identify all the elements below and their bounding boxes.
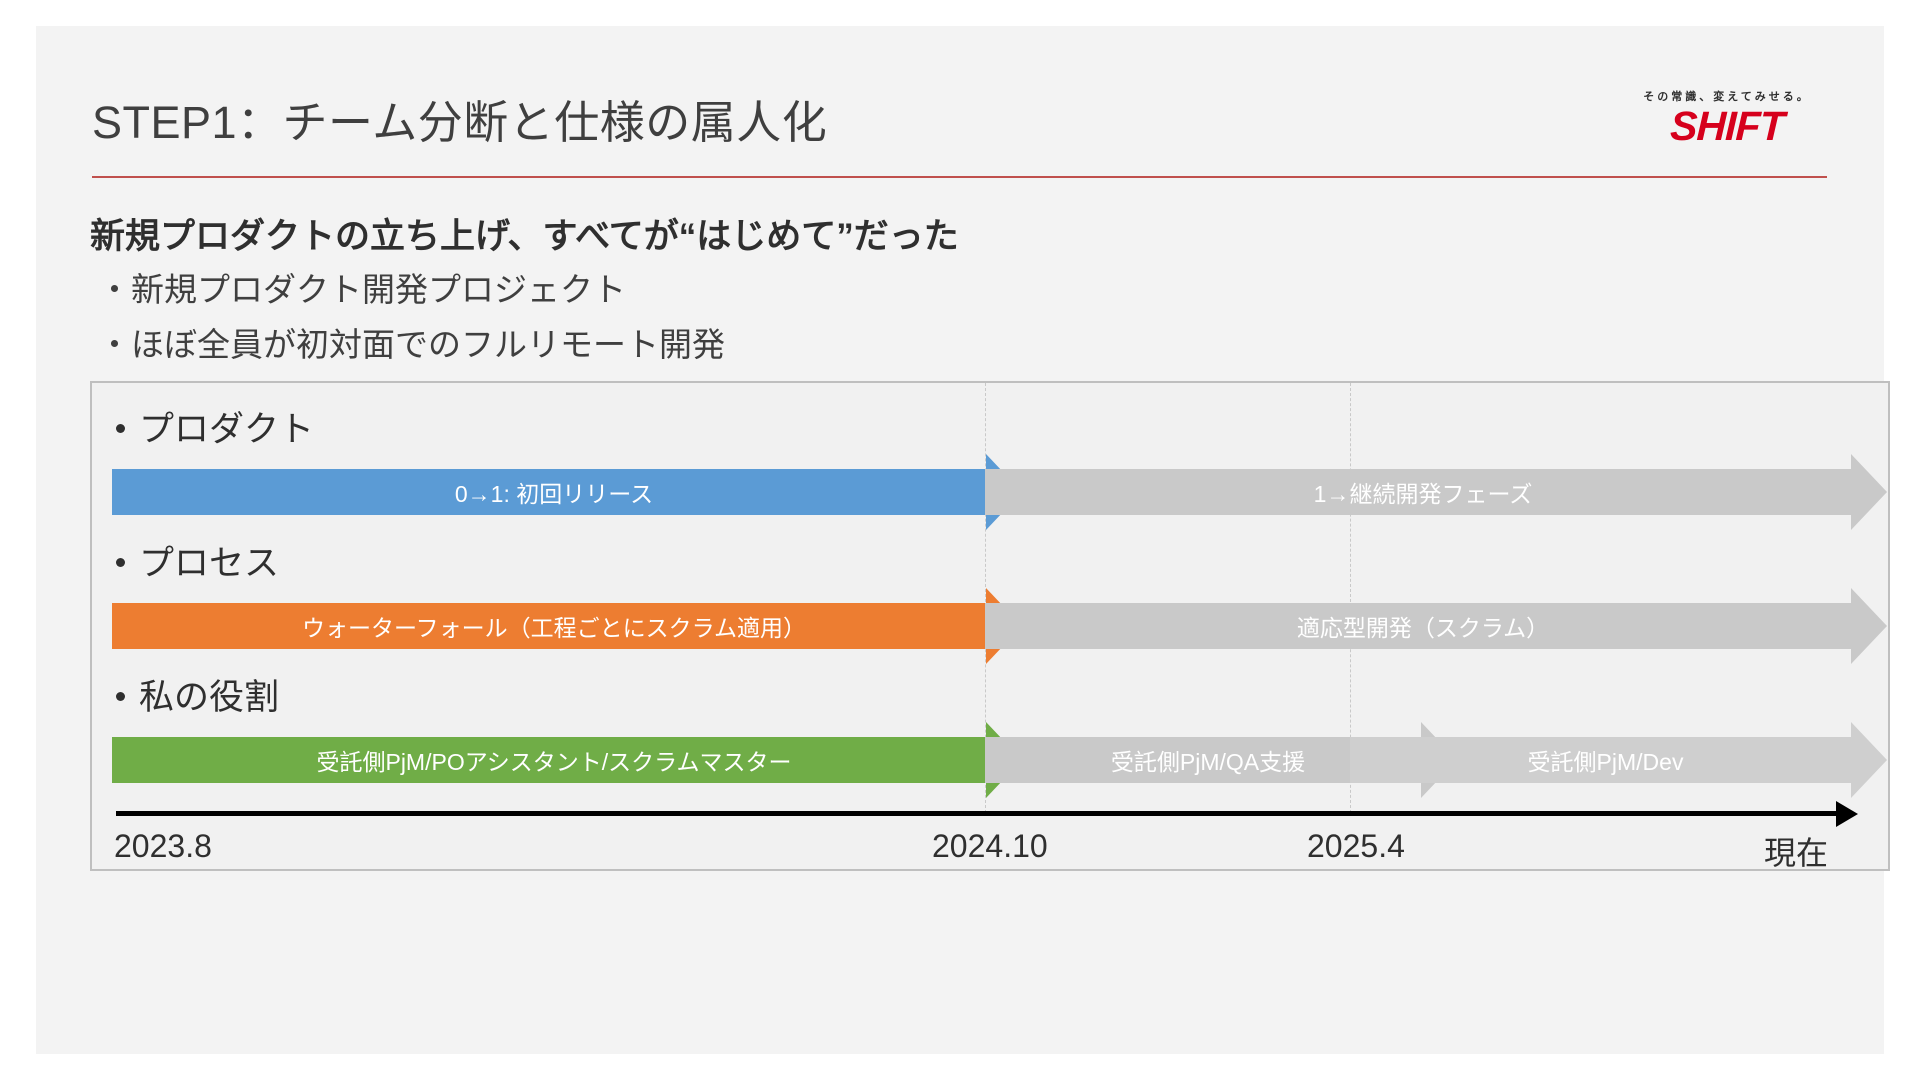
timeline-bar-label: 受託側PjM/Dev: [1527, 749, 1684, 775]
gridline-2025-4: [1350, 383, 1352, 813]
bar-body: [1350, 737, 1853, 783]
axis-tick-0: 2023.8: [114, 828, 212, 864]
bar-body: [985, 603, 1853, 649]
row-label-role: 私の役割: [116, 669, 279, 720]
timeline-bar-label: ウォーターフォール（工程ごとにスクラム適用）: [302, 615, 806, 641]
timeline-bar-label: 受託側PjM/POアシスタント/スクラムマスター: [316, 749, 792, 775]
shift-logo: その常識、変えてみせる。 SHIFT: [1622, 88, 1832, 149]
logo-tagline: その常識、変えてみせる。: [1643, 91, 1811, 103]
timeline-bar-label: 1→継続開発フェーズ: [1313, 481, 1533, 507]
timeline-bar-role-late: 受託側PjM/Dev: [1350, 722, 1887, 798]
bar-arrowhead-icon: [1851, 454, 1887, 530]
row-label-process: プロセス: [116, 535, 279, 586]
timeline-bar-process-active: ウォーターフォール（工程ごとにスクラム適用）: [112, 588, 1022, 664]
bullet-dot-icon: [116, 558, 125, 568]
timeline-bar-product-inactive: 1→継続開発フェーズ: [985, 454, 1887, 530]
slide-canvas: STEP1：チーム分断と仕様の属人化 その常識、変えてみせる。 SHIFT 新規…: [36, 26, 1890, 1054]
axis-tick-1: 2024.10: [932, 828, 1048, 864]
bullet-dot-icon: [116, 692, 125, 702]
timeline-panel: プロダクト 0→1: 初回リリース 1→継続開発フェーズ プロセス ウォーターフ…: [90, 381, 1890, 871]
bar-arrowhead-icon: [1851, 722, 1887, 798]
bar-arrowhead-icon: [1851, 588, 1887, 664]
bar-body: [112, 469, 988, 515]
timeline-bar-product-active: 0→1: 初回リリース: [112, 454, 1022, 530]
bar-body: [985, 469, 1853, 515]
timeline-bar-label: 受託側PjM/QA支援: [1110, 749, 1306, 775]
gridline-2024-10: [985, 383, 987, 813]
lead-heading: 新規プロダクトの立ち上げ、すべてが“はじめて”だった: [90, 217, 959, 256]
bar-body: [112, 603, 988, 649]
axis-tick-2: 2025.4: [1307, 828, 1405, 864]
axis-tick-3: 現在: [1764, 835, 1829, 871]
title-divider: [92, 176, 1827, 178]
timeline-bar-process-inactive: 適応型開発（スクラム）: [985, 588, 1887, 664]
bullet-dot-icon: [116, 424, 125, 434]
bullet-item-2: ・ほぼ全員が初対面でのフルリモート開発: [98, 326, 725, 363]
timeline-bar-label: 0→1: 初回リリース: [454, 481, 654, 507]
logo-wordmark: SHIFT: [1669, 103, 1785, 149]
timeline-bar-label: 適応型開発（スクラム）: [1296, 615, 1550, 641]
bar-body: [112, 737, 988, 783]
page-title: STEP1：チーム分断と仕様の属人化: [92, 97, 828, 148]
timeline-bar-role-active: 受託側PjM/POアシスタント/スクラムマスター: [112, 722, 1022, 798]
row-label-product: プロダクト: [116, 401, 314, 452]
row-label-role-text: 私の役割: [139, 678, 280, 717]
timeline-axis: [116, 811, 1838, 816]
axis-arrowhead-icon: [1836, 801, 1858, 827]
row-label-product-text: プロダクト: [139, 410, 315, 449]
row-label-process-text: プロセス: [139, 544, 280, 583]
bullet-item-1: ・新規プロダクト開発プロジェクト: [98, 271, 626, 308]
